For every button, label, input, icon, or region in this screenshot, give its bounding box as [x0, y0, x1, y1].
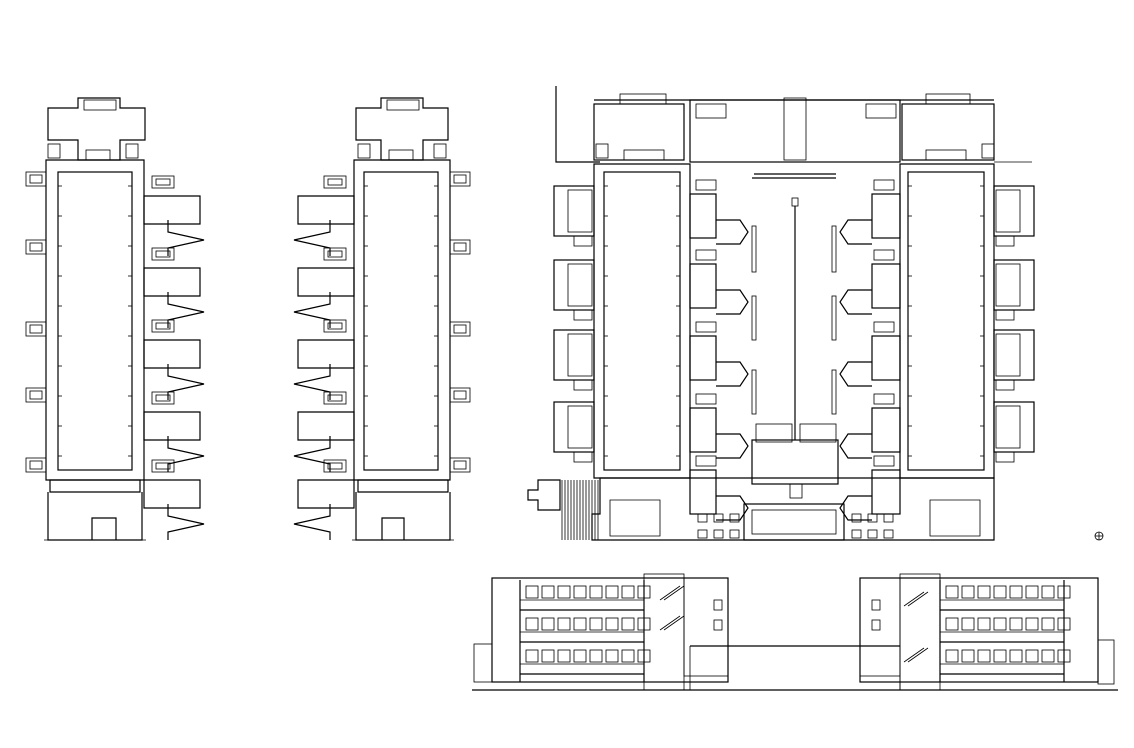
floor-plan-middle	[293, 97, 471, 541]
north-arrow-icon	[1094, 531, 1104, 541]
floor-plan-left	[25, 97, 205, 541]
building-section	[472, 573, 1118, 691]
floor-plan-right	[527, 86, 1104, 541]
